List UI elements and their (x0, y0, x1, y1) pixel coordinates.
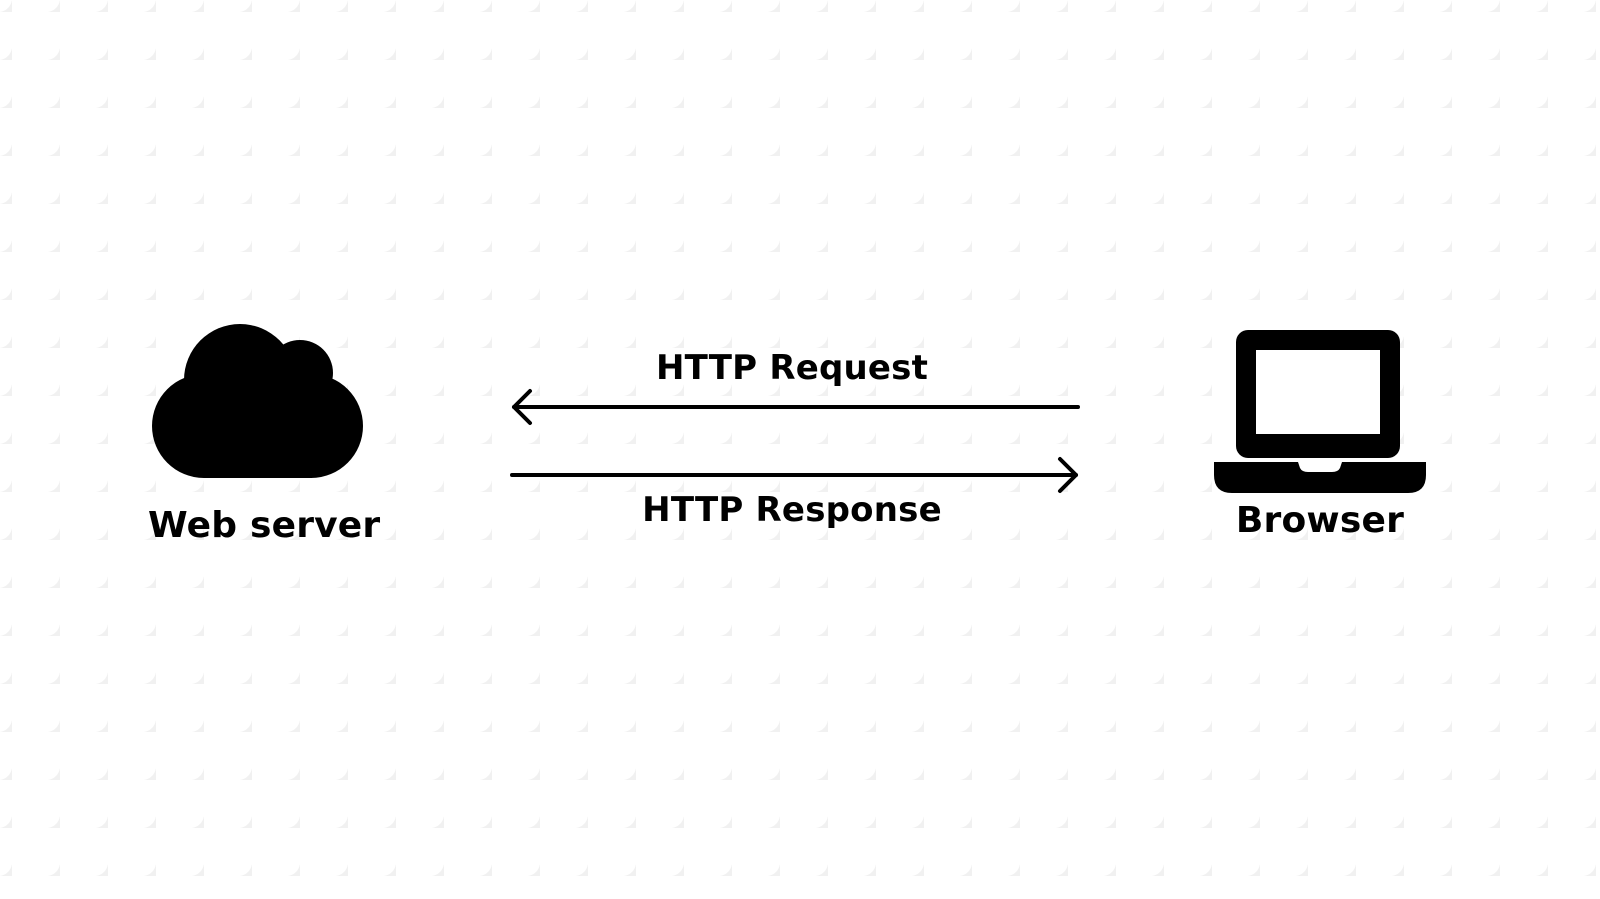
edge-label-http-request: HTTP Request (655, 348, 929, 388)
request-arrow (512, 389, 1080, 425)
node-label-web-server: Web server (148, 505, 381, 546)
node-label-browser: Browser (1235, 500, 1405, 541)
laptop-icon (1214, 330, 1426, 493)
response-arrow (510, 457, 1078, 493)
cloud-icon (152, 324, 363, 478)
edge-label-http-response: HTTP Response (642, 490, 942, 530)
edge-arrows (510, 389, 1080, 493)
